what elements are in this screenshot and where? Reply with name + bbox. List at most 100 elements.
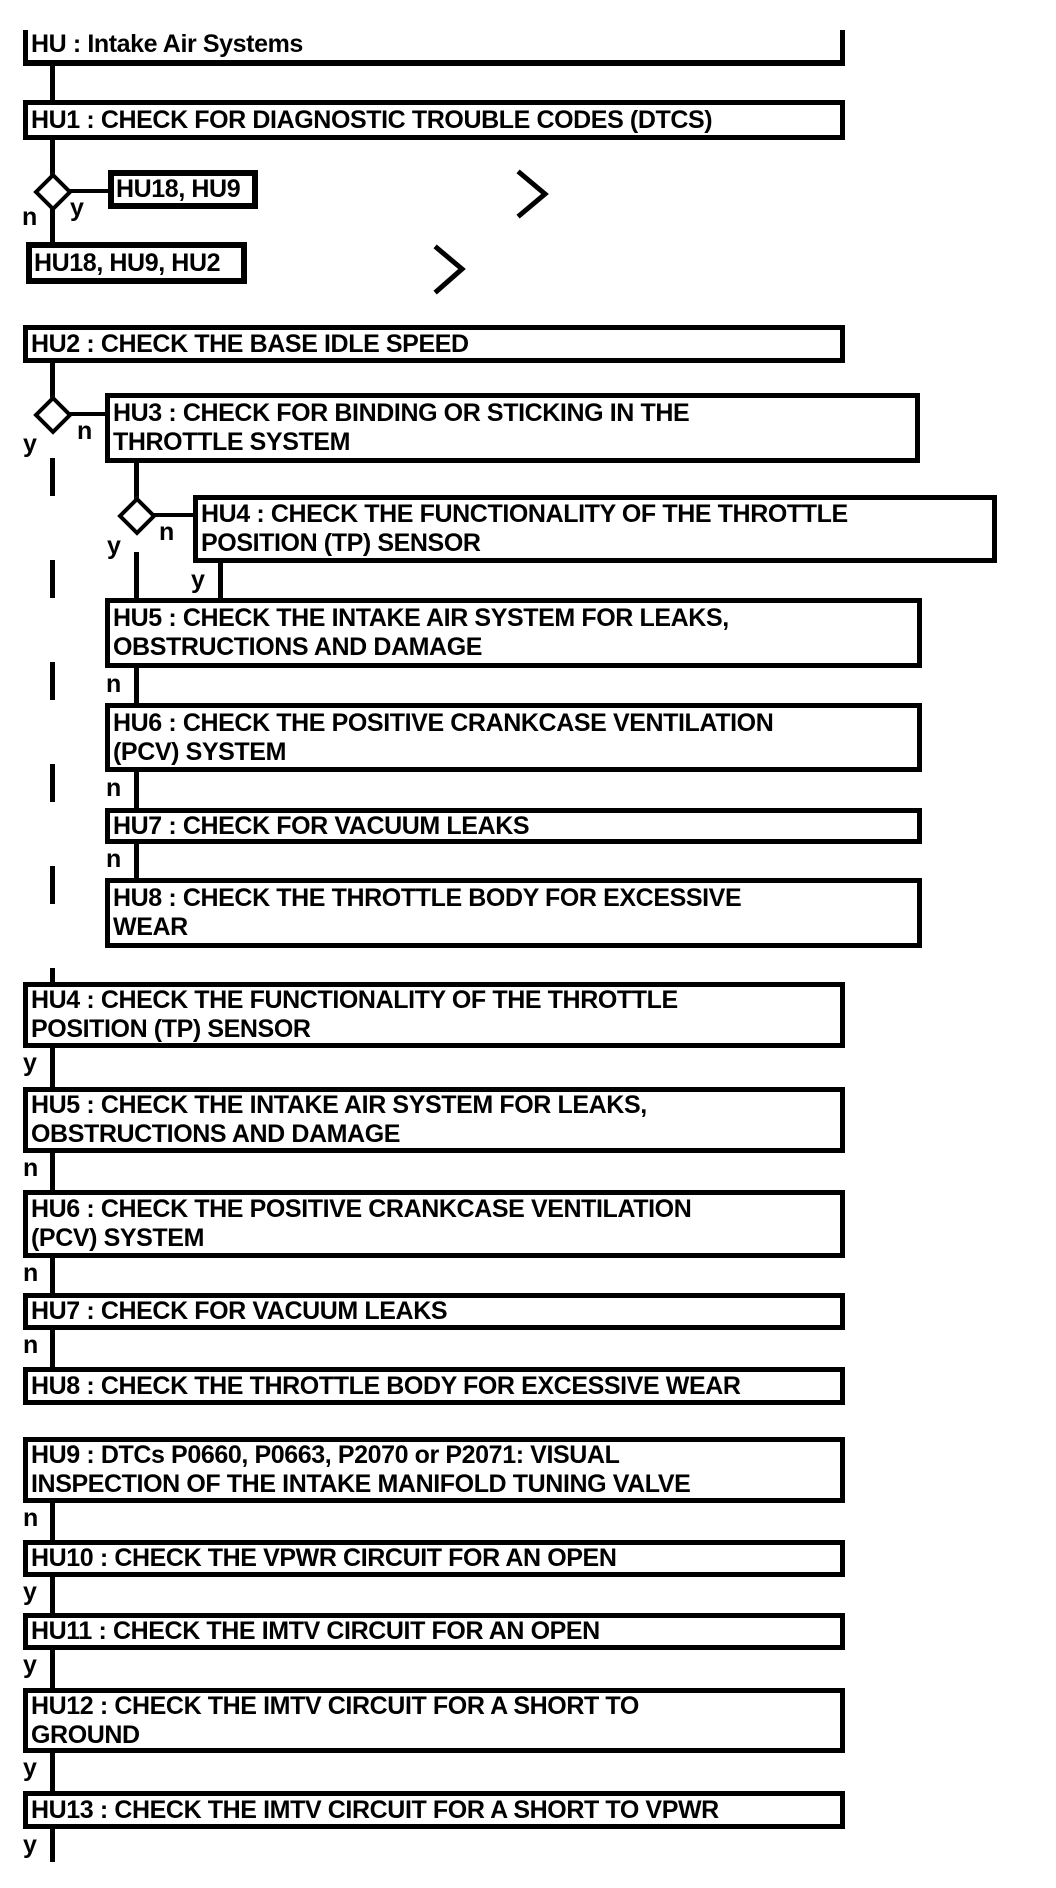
step-box-hu5-indented: HU5 : CHECK THE INTAKE AIR SYSTEM FOR LE…: [105, 598, 922, 668]
step-text-line: HU8 : CHECK THE THROTTLE BODY FOR EXCESS…: [113, 884, 742, 912]
reference-box-hu18-hu9-hu2: HU18, HU9, HU2: [26, 242, 247, 284]
step-text-line: HU6 : CHECK THE POSITIVE CRANKCASE VENTI…: [31, 1195, 692, 1223]
step-box-hu10: HU10 : CHECK THE VPWR CIRCUIT FOR AN OPE…: [23, 1540, 845, 1577]
step-text-line: THROTTLE SYSTEM: [113, 428, 351, 456]
step-box-hu8: HU8 : CHECK THE THROTTLE BODY FOR EXCESS…: [23, 1367, 845, 1405]
connector-hu6b-hu7b: [50, 1256, 55, 1295]
branch-label-no: n: [23, 1504, 39, 1532]
branch-label-no: n: [159, 518, 175, 546]
step-text-line: GROUND: [31, 1720, 140, 1749]
connector-decision-hu4b-dashed: [50, 458, 55, 982]
connector-title-hu1: [50, 64, 55, 102]
step-box-hu6-indented: HU6 : CHECK THE POSITIVE CRANKCASE VENTI…: [105, 703, 922, 772]
connector-hu12-hu13: [50, 1751, 55, 1791]
step-text-line: HU1 : CHECK FOR DIAGNOSTIC TROUBLE CODES…: [31, 105, 713, 134]
step-text-line: OBSTRUCTIONS AND DAMAGE: [113, 633, 483, 661]
step-box-hu8-indented: HU8 : CHECK THE THROTTLE BODY FOR EXCESS…: [105, 878, 922, 948]
step-text-line: HU5 : CHECK THE INTAKE AIR SYSTEM FOR LE…: [31, 1091, 647, 1119]
branch-label-yes: y: [23, 1651, 37, 1679]
branch-label-yes: y: [23, 430, 37, 458]
reference-text-line: HU18, HU9, HU2: [34, 248, 221, 277]
step-box-hu4: HU4 : CHECK THE FUNCTIONALITY OF THE THR…: [23, 982, 845, 1048]
reference-text-line: HU18, HU9: [116, 175, 241, 203]
step-text-line: (PCV) SYSTEM: [113, 737, 286, 766]
connector-decision-refno: [50, 209, 55, 242]
step-text-line: WEAR: [113, 913, 188, 941]
step-text-line: HU6 : CHECK THE POSITIVE CRANKCASE VENTI…: [113, 708, 774, 737]
diagram-title-box: HU : Intake Air Systems: [23, 30, 845, 66]
branch-label-yes: y: [23, 1831, 37, 1859]
step-box-hu7: HU7 : CHECK FOR VACUUM LEAKS: [23, 1293, 845, 1330]
branch-label-yes: y: [70, 194, 84, 222]
connector-hu7a-hu8a: [134, 842, 139, 880]
branch-label-yes: y: [107, 532, 121, 560]
offpage-arrow-1: [516, 169, 549, 219]
connector-hu10-hu11: [50, 1575, 55, 1615]
step-text-line: HU7 : CHECK FOR VACUUM LEAKS: [31, 1297, 448, 1325]
branch-label-no: n: [106, 774, 122, 802]
step-box-hu4-indented: HU4 : CHECK THE FUNCTIONALITY OF THE THR…: [193, 495, 997, 563]
step-box-hu6: HU6 : CHECK THE POSITIVE CRANKCASE VENTI…: [23, 1190, 845, 1258]
step-box-hu12: HU12 : CHECK THE IMTV CIRCUIT FOR A SHOR…: [23, 1688, 845, 1753]
step-text-line: HU2 : CHECK THE BASE IDLE SPEED: [31, 329, 469, 358]
step-text-line: HU9 : DTCs P0660, P0663, P2070 or P2071:…: [31, 1441, 620, 1469]
offpage-arrows: [433, 169, 549, 295]
step-text-line: HU3 : CHECK FOR BINDING OR STICKING IN T…: [113, 399, 690, 427]
connector-decision-hu3: [69, 412, 105, 416]
branch-label-no: n: [23, 1259, 39, 1287]
connector-hu7b-hu8b: [50, 1328, 55, 1369]
connector-hu6a-hu7a: [134, 770, 139, 810]
step-text-line: HU13 : CHECK THE IMTV CIRCUIT FOR A SHOR…: [31, 1795, 719, 1824]
connector-decision-refyes: [69, 189, 108, 193]
connector-hu3-decision: [134, 461, 139, 502]
branch-label-yes: y: [23, 1754, 37, 1782]
decision-diamond-hu1: [33, 172, 73, 212]
step-box-hu3: HU3 : CHECK FOR BINDING OR STICKING IN T…: [105, 393, 920, 463]
offpage-arrow-2: [433, 244, 466, 295]
step-text-line: HU8 : CHECK THE THROTTLE BODY FOR EXCESS…: [31, 1371, 741, 1400]
step-box-hu7-indented: HU7 : CHECK FOR VACUUM LEAKS: [105, 808, 922, 844]
connector-hu1-decision: [50, 138, 55, 178]
step-text-line: HU11 : CHECK THE IMTV CIRCUIT FOR AN OPE…: [31, 1617, 600, 1645]
step-text-line: HU7 : CHECK FOR VACUUM LEAKS: [113, 811, 530, 840]
step-text-line: HU10 : CHECK THE VPWR CIRCUIT FOR AN OPE…: [31, 1544, 617, 1572]
step-text-line: POSITION (TP) SENSOR: [31, 1015, 311, 1043]
connector-hu4a-hu5a: [218, 561, 223, 600]
branch-label-no: n: [106, 670, 122, 698]
branch-label-no: n: [77, 417, 93, 445]
decision-diamond-hu3: [117, 496, 157, 536]
connector-hu9-hu10: [50, 1501, 55, 1542]
diagram-title: HU : Intake Air Systems: [31, 30, 303, 58]
branch-label-no: n: [23, 1331, 39, 1359]
connector-hu5b-hu6b: [50, 1151, 55, 1192]
branch-label-no: n: [22, 203, 38, 231]
step-box-hu9: HU9 : DTCs P0660, P0663, P2070 or P2071:…: [23, 1437, 845, 1503]
connector-decision-hu5a: [134, 552, 139, 600]
branch-label-yes: y: [23, 1049, 37, 1077]
step-box-hu1: HU1 : CHECK FOR DIAGNOSTIC TROUBLE CODES…: [23, 100, 845, 140]
connector-hu4b-hu5b: [50, 1046, 55, 1089]
step-box-hu11: HU11 : CHECK THE IMTV CIRCUIT FOR AN OPE…: [23, 1613, 845, 1650]
branch-label-yes: y: [191, 566, 205, 594]
branch-label-no: n: [23, 1154, 39, 1182]
connector-hu13-continue: [50, 1827, 55, 1862]
step-text-line: HU4 : CHECK THE FUNCTIONALITY OF THE THR…: [31, 986, 678, 1014]
step-box-hu5: HU5 : CHECK THE INTAKE AIR SYSTEM FOR LE…: [23, 1087, 845, 1153]
step-text-line: HU5 : CHECK THE INTAKE AIR SYSTEM FOR LE…: [113, 604, 729, 632]
step-box-hu13: HU13 : CHECK THE IMTV CIRCUIT FOR A SHOR…: [23, 1791, 845, 1829]
step-text-line: INSPECTION OF THE INTAKE MANIFOLD TUNING…: [31, 1470, 691, 1498]
step-text-line: HU12 : CHECK THE IMTV CIRCUIT FOR A SHOR…: [31, 1691, 639, 1720]
reference-box-hu18-hu9: HU18, HU9: [108, 170, 258, 209]
branch-label-no: n: [106, 845, 122, 873]
step-text-line: HU4 : CHECK THE FUNCTIONALITY OF THE THR…: [201, 500, 848, 528]
connector-hu5a-hu6a: [134, 666, 139, 705]
step-text-line: POSITION (TP) SENSOR: [201, 529, 481, 557]
connector-decision-hu4a: [153, 513, 193, 517]
decision-diamond-hu2: [33, 395, 73, 435]
step-text-line: OBSTRUCTIONS AND DAMAGE: [31, 1120, 401, 1148]
connector-hu2-decision: [50, 361, 55, 401]
branch-label-yes: y: [23, 1578, 37, 1606]
connector-hu11-hu12: [50, 1648, 55, 1690]
step-box-hu2: HU2 : CHECK THE BASE IDLE SPEED: [23, 325, 845, 363]
